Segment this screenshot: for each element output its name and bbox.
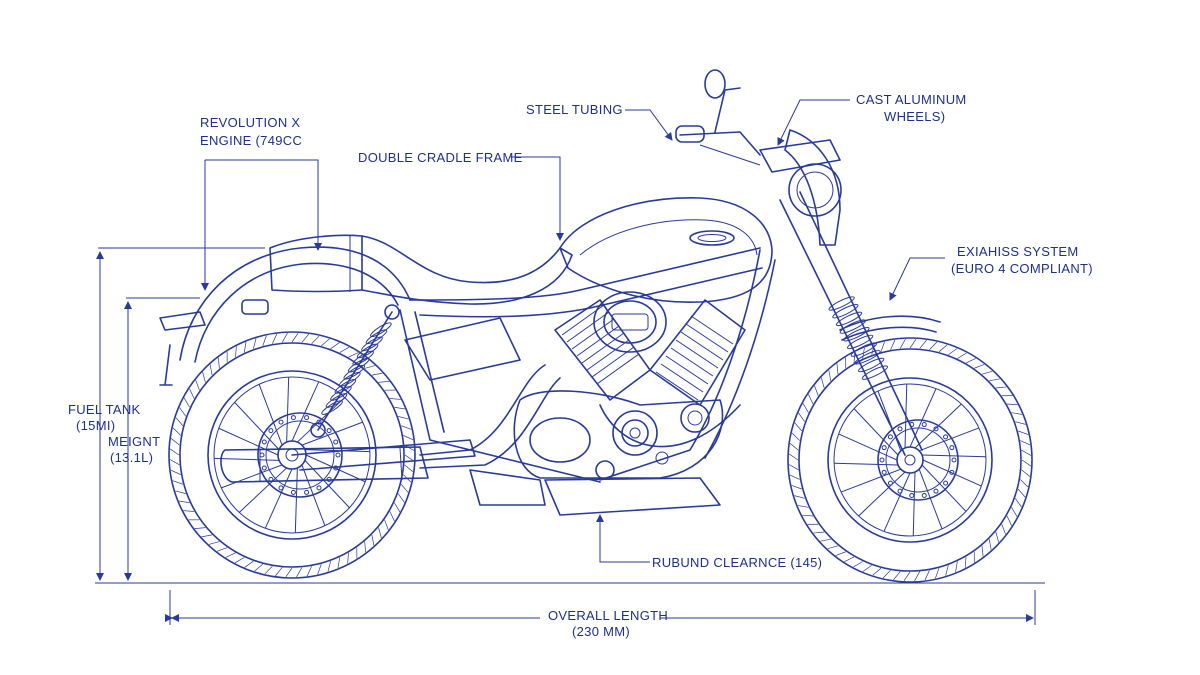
overall-length-label-line1: OVERALL LENGTH <box>548 608 668 623</box>
exhaust-system <box>220 364 741 483</box>
overall-length-label-line2: (230 MM) <box>572 624 630 639</box>
fuel-tank <box>559 197 773 303</box>
exhaust-label-line2: (EURO 4 COMPLIANT) <box>951 261 1093 276</box>
exhaust-label-line1: EXIAHISS SYSTEM <box>957 244 1079 259</box>
leader-lines <box>201 99 945 563</box>
tubing-label: STEEL TUBING <box>526 102 623 117</box>
engine-label-line1: REVOLUTION X <box>200 115 300 130</box>
double-cradle-frame <box>399 247 776 483</box>
headlight-and-windscreen <box>784 129 842 246</box>
handlebar-and-mirror <box>675 69 761 166</box>
engine <box>469 291 746 516</box>
dimension-lines <box>96 247 1036 625</box>
fuel-tank-label-line2: (15MI) <box>76 418 115 433</box>
rear-fender <box>159 246 411 386</box>
front-brake-disc <box>877 419 959 501</box>
front-wheel <box>787 337 1033 583</box>
height-label-line1: MEIGNT <box>108 434 160 449</box>
engine-label-line2: ENGINE (749CC <box>200 133 302 148</box>
frame-label: DOUBLE CRADLE FRAME <box>358 150 523 165</box>
ground-clearance-label: RUBUND CLEARNCE (145) <box>652 555 822 570</box>
rear-shock <box>310 304 400 438</box>
seat <box>269 234 573 305</box>
front-fender <box>839 315 941 341</box>
wheels-label-line1: CAST ALUMINUM <box>856 92 967 107</box>
wheels-label-line2: WHEELS) <box>884 109 945 124</box>
swingarm <box>291 439 476 471</box>
height-label-line2: (13.1L) <box>110 450 153 465</box>
rear-brake-disc <box>257 412 343 498</box>
fuel-tank-label-line1: FUEL TANK <box>68 402 141 417</box>
